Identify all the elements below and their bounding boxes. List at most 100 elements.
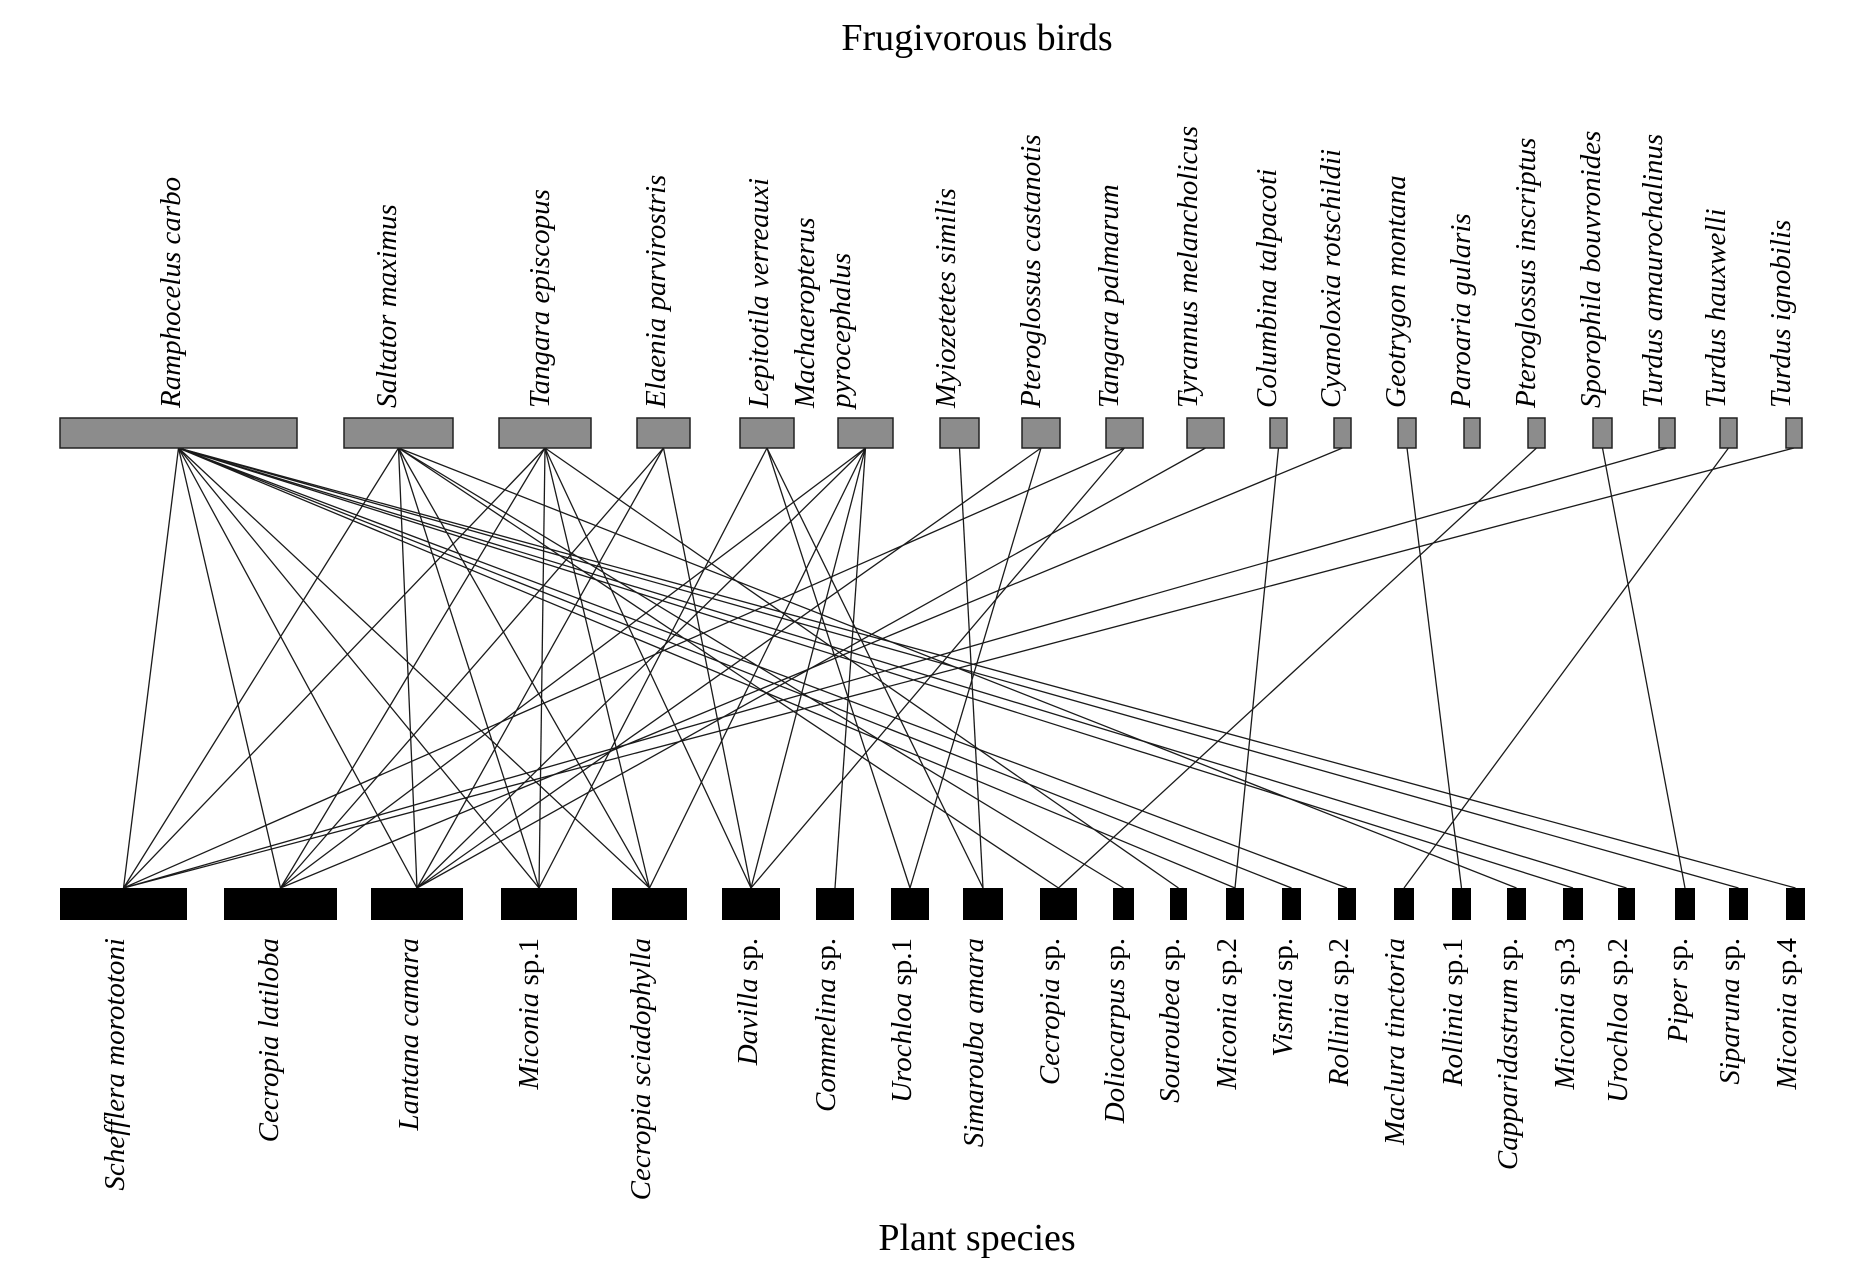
bird-name-italic: Turdus hauxwelli	[1700, 208, 1732, 408]
plant-name-suffix: sp.1	[513, 938, 545, 993]
plant-label-p18: Capparidastrum sp.	[1492, 938, 1524, 1170]
plant-node-p10	[1040, 888, 1077, 920]
bird-name-italic: Saltator maximus	[371, 204, 403, 408]
plant-node-p16	[1394, 888, 1414, 920]
bird-node-b18	[1719, 417, 1738, 449]
interaction-link-b5-p9	[766, 447, 984, 889]
plant-label-p3: Lantana camara	[393, 938, 425, 1132]
bird-name-italic: Pteroglossus castanotis	[1015, 134, 1047, 409]
plant-label-p4: Miconia sp.1	[513, 938, 545, 1090]
plant-name-suffix: sp.	[1154, 938, 1186, 978]
plant-name-italic: Urochloa	[1602, 993, 1634, 1103]
bird-label-b11: Columbina talpacoti	[1251, 169, 1283, 408]
plant-name-italic: Commelina	[810, 978, 842, 1112]
interaction-link-b4-p6	[662, 447, 752, 889]
plant-label-p7: Commelina sp.	[810, 938, 842, 1112]
plant-node-p6	[722, 888, 780, 920]
bird-label-b5: Lepitotila verreauxi	[743, 178, 775, 409]
plant-label-p14: Vismia sp.	[1267, 938, 1299, 1057]
bird-label-b2: Saltator maximus	[371, 204, 403, 408]
plant-boxes	[60, 888, 1805, 920]
interaction-link-b1-p23	[178, 447, 1796, 889]
plant-name-suffix: sp.4	[1771, 938, 1803, 993]
plant-label-p19: Miconia sp.3	[1549, 938, 1581, 1090]
interaction-link-b13-p17	[1406, 447, 1463, 889]
bird-label-b4: Elaenia parvirostris	[640, 175, 672, 409]
plant-label-p17: Rollinia sp.1	[1437, 938, 1469, 1087]
plant-name-suffix: sp.	[732, 938, 764, 978]
plant-name-suffix: sp.	[1034, 938, 1066, 978]
plant-label-p12: Souroubea sp.	[1154, 938, 1186, 1103]
bird-node-b14	[1463, 417, 1481, 449]
plant-name-italic: Rollinia	[1323, 993, 1355, 1087]
plant-name-italic: Schefflera morototoni	[99, 938, 131, 1191]
interaction-link-b6-p5	[648, 447, 867, 889]
bird-node-b7	[939, 417, 980, 449]
plant-name-italic: Miconia	[1771, 993, 1803, 1091]
bird-label-b15: Pteroglossus inscriptus	[1510, 138, 1542, 409]
plant-label-p20: Urochloa sp.2	[1602, 938, 1634, 1103]
plant-name-italic: Cecropia sciadophylla	[625, 938, 657, 1200]
plant-name-suffix: sp.2	[1211, 938, 1243, 993]
interaction-link-b3-p5	[544, 447, 651, 889]
plant-node-p18	[1507, 888, 1526, 920]
bird-boxes	[59, 417, 1803, 449]
plant-name-italic: Maclura tinctoria	[1379, 938, 1411, 1146]
interaction-link-b3-p12	[544, 447, 1179, 889]
bird-label-b16: Sporophila bouvronides	[1575, 131, 1607, 408]
bird-node-b4	[636, 417, 691, 449]
plant-name-suffix: sp.2	[1323, 938, 1355, 993]
bird-node-b3	[498, 417, 592, 449]
interaction-link-b15-p10	[1058, 447, 1537, 889]
bird-name-italic: Paroaria gularis	[1445, 213, 1477, 409]
bird-name-italic: Ramphocelus carbo	[155, 177, 187, 409]
bird-name-italic: Elaenia parvirostris	[640, 175, 672, 409]
bird-name-italic: pyrocephalus	[825, 253, 857, 410]
plant-node-p14	[1282, 888, 1301, 920]
bird-node-b10	[1186, 417, 1225, 449]
bird-label-b1: Ramphocelus carbo	[155, 177, 187, 409]
bird-node-b11	[1269, 417, 1288, 449]
interaction-link-b4-p2	[280, 447, 664, 889]
bird-name-italic: Turdus ignobilis	[1765, 220, 1797, 408]
interaction-link-b2-p4	[397, 447, 540, 889]
plant-name-suffix: sp.3	[1549, 938, 1581, 993]
plant-label-p2: Cecropia latiloba	[253, 938, 285, 1142]
plant-name-italic: Lantana camara	[393, 938, 425, 1132]
plant-name-italic: Miconia	[1211, 993, 1243, 1091]
plant-node-p8	[891, 888, 929, 920]
plant-name-italic: Souroubea	[1154, 978, 1186, 1103]
bird-label-b6-line2: pyrocephalus	[825, 253, 857, 410]
interaction-link-b11-p13	[1234, 447, 1280, 889]
bird-name-italic: Turdus amaurochalinus	[1637, 134, 1669, 408]
bird-node-b13	[1397, 417, 1417, 449]
bird-name-italic: Lepitotila verreauxi	[743, 178, 775, 409]
interaction-link-b1-p19	[178, 447, 1574, 889]
plant-name-italic: Cecropia latiloba	[253, 938, 285, 1142]
plant-name-italic: Cecropia	[1034, 978, 1066, 1085]
plant-label-p9: Simarouba amara	[958, 938, 990, 1147]
plant-node-p5	[612, 888, 687, 920]
bird-label-b13: Geotrygon montana	[1380, 175, 1412, 408]
interaction-link-b1-p1	[122, 447, 180, 889]
plant-name-suffix: sp.1	[1437, 938, 1469, 993]
bird-node-b12	[1333, 417, 1352, 449]
plant-node-p23	[1786, 888, 1805, 920]
plant-node-p11	[1113, 888, 1134, 920]
plant-label-p13: Miconia sp.2	[1211, 938, 1243, 1090]
interaction-link-b1-p3	[177, 447, 418, 889]
interaction-link-b2-p5	[397, 447, 651, 889]
interaction-link-b9-p1	[123, 447, 1125, 889]
plant-node-p13	[1226, 888, 1244, 920]
plant-name-italic: Miconia	[1549, 993, 1581, 1091]
bird-node-b17	[1658, 417, 1676, 449]
plant-label-p11: Doliocarpus sp.	[1099, 938, 1131, 1124]
plant-name-italic: Siparuna	[1714, 978, 1746, 1084]
plant-name-suffix: sp.	[1492, 938, 1524, 978]
bird-name-italic: Tangara palmarum	[1093, 184, 1125, 408]
plant-label-p6: Davilla sp.	[732, 938, 764, 1066]
bird-node-b8	[1021, 417, 1061, 449]
bird-label-b14: Paroaria gularis	[1445, 213, 1477, 409]
interaction-link-b1-p2	[177, 447, 282, 889]
plant-name-italic: Miconia	[513, 993, 545, 1091]
